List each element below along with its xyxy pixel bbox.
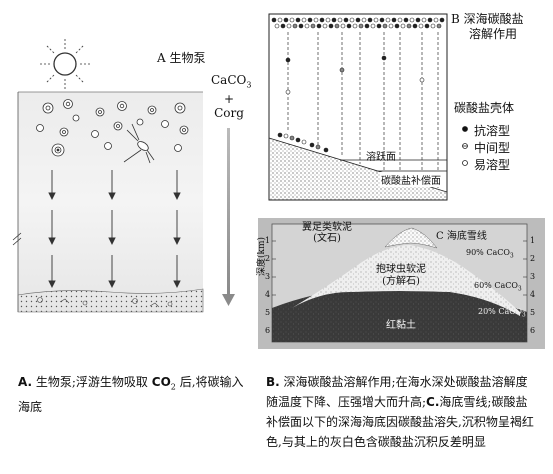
pteropod-label-line1: 翼足类软泥 (302, 222, 352, 233)
pteropod-label: 翼足类软泥 (文石) (302, 222, 352, 244)
seabed-sediment (17, 288, 204, 313)
caption-a-co2-sub: 2 (170, 382, 176, 392)
foram-label-line2: (方解石) (382, 276, 420, 287)
flux-caco3-sub: 3 (246, 80, 252, 90)
caption-a-letter: A. (18, 375, 33, 389)
copepod-icon (123, 123, 155, 164)
caption-a: A. 生物泵;浮游生物吸取 CO2 后,将碳输入海底 (18, 372, 246, 417)
flux-caco3: CaCO (211, 73, 247, 87)
legend-label-resistant: 抗溶型 (474, 124, 511, 138)
panel-b-title-line1: B 深海碳酸盐 (451, 12, 524, 26)
panel-b-title-line2: 溶解作用 (469, 27, 518, 41)
caption-bc: B. 深海碳酸盐溶解作用;在海水深处碳酸盐溶解度随温度下降、压强增大而升高;C.… (266, 372, 536, 452)
panel-c-title: C 海底雪线 (436, 231, 487, 242)
sinking-paths (287, 32, 439, 188)
right-tick-3: 3 (530, 272, 536, 281)
right-tick-2: 2 (530, 254, 536, 263)
left-tick-3: 3 (265, 272, 271, 281)
left-tick-5: 5 (265, 308, 271, 317)
ccd-label: 碳酸盐补偿面 (380, 172, 442, 187)
panel-b-title: B 深海碳酸盐 溶解作用 (451, 12, 524, 42)
red-clay-label: 红黏土 (386, 320, 416, 331)
right-tick-1: 1 (530, 236, 536, 245)
caption-a-text-1: 生物泵;浮游生物吸取 (32, 375, 152, 389)
caption-a-text-2: 后,将碳输入海底 (18, 375, 244, 415)
flux-corg: Corg (214, 106, 244, 121)
caption-b-text: 深海碳酸盐溶解作用;在海水深处碳酸盐溶解度随温度下降、压强增大而升高; (266, 375, 528, 409)
settling-shells (285, 55, 425, 95)
surface-shells (271, 17, 445, 29)
foram-label-line1: 抱球虫软泥 (376, 264, 426, 275)
pteropod-label-line2: (文石) (313, 233, 341, 244)
water-column (18, 92, 203, 312)
panel-a-title: A 生物泵 (157, 51, 206, 65)
sinking-arrows (48, 170, 181, 289)
carbon-flux-arrow (222, 128, 235, 306)
left-tick-1: 1 (265, 236, 271, 245)
caption-a-co2: CO (151, 375, 171, 389)
pct-20-label: 20% CaCO3 (478, 307, 526, 319)
legend-label-soluble: 易溶型 (474, 158, 511, 172)
legend-title: 碳酸盐壳体 (454, 101, 515, 115)
caption-c-text: 海底雪线;碳酸盐补偿面以下的深海海底因碳酸盐溶失,沉积物呈褐红色,与其上的灰白色… (266, 395, 534, 449)
lysocline-label: 溶跃面 (366, 152, 396, 163)
sun-icon (38, 37, 92, 91)
flux-plus: + (223, 92, 235, 107)
right-tick-4: 4 (530, 290, 536, 299)
caption-c-letter: C. (426, 395, 440, 409)
legend-label-intermediate: 中间型 (474, 141, 511, 155)
pct-60-label: 60% CaCO3 (474, 281, 522, 293)
legend-symbols (462, 126, 468, 166)
left-tick-4: 4 (265, 290, 271, 299)
foram-label: 抱球虫软泥 (方解石) (376, 264, 426, 288)
right-tick-5: 5 (530, 308, 536, 317)
pct-90-label: 90% CaCO3 (466, 248, 514, 260)
caption-b-letter: B. (266, 375, 280, 389)
right-tick-6: 6 (530, 326, 536, 335)
left-tick-2: 2 (265, 254, 271, 263)
carbon-flux-label: CaCO3 + Corg (211, 73, 251, 121)
plankton-shells (36, 99, 189, 157)
left-tick-6: 6 (265, 326, 271, 335)
